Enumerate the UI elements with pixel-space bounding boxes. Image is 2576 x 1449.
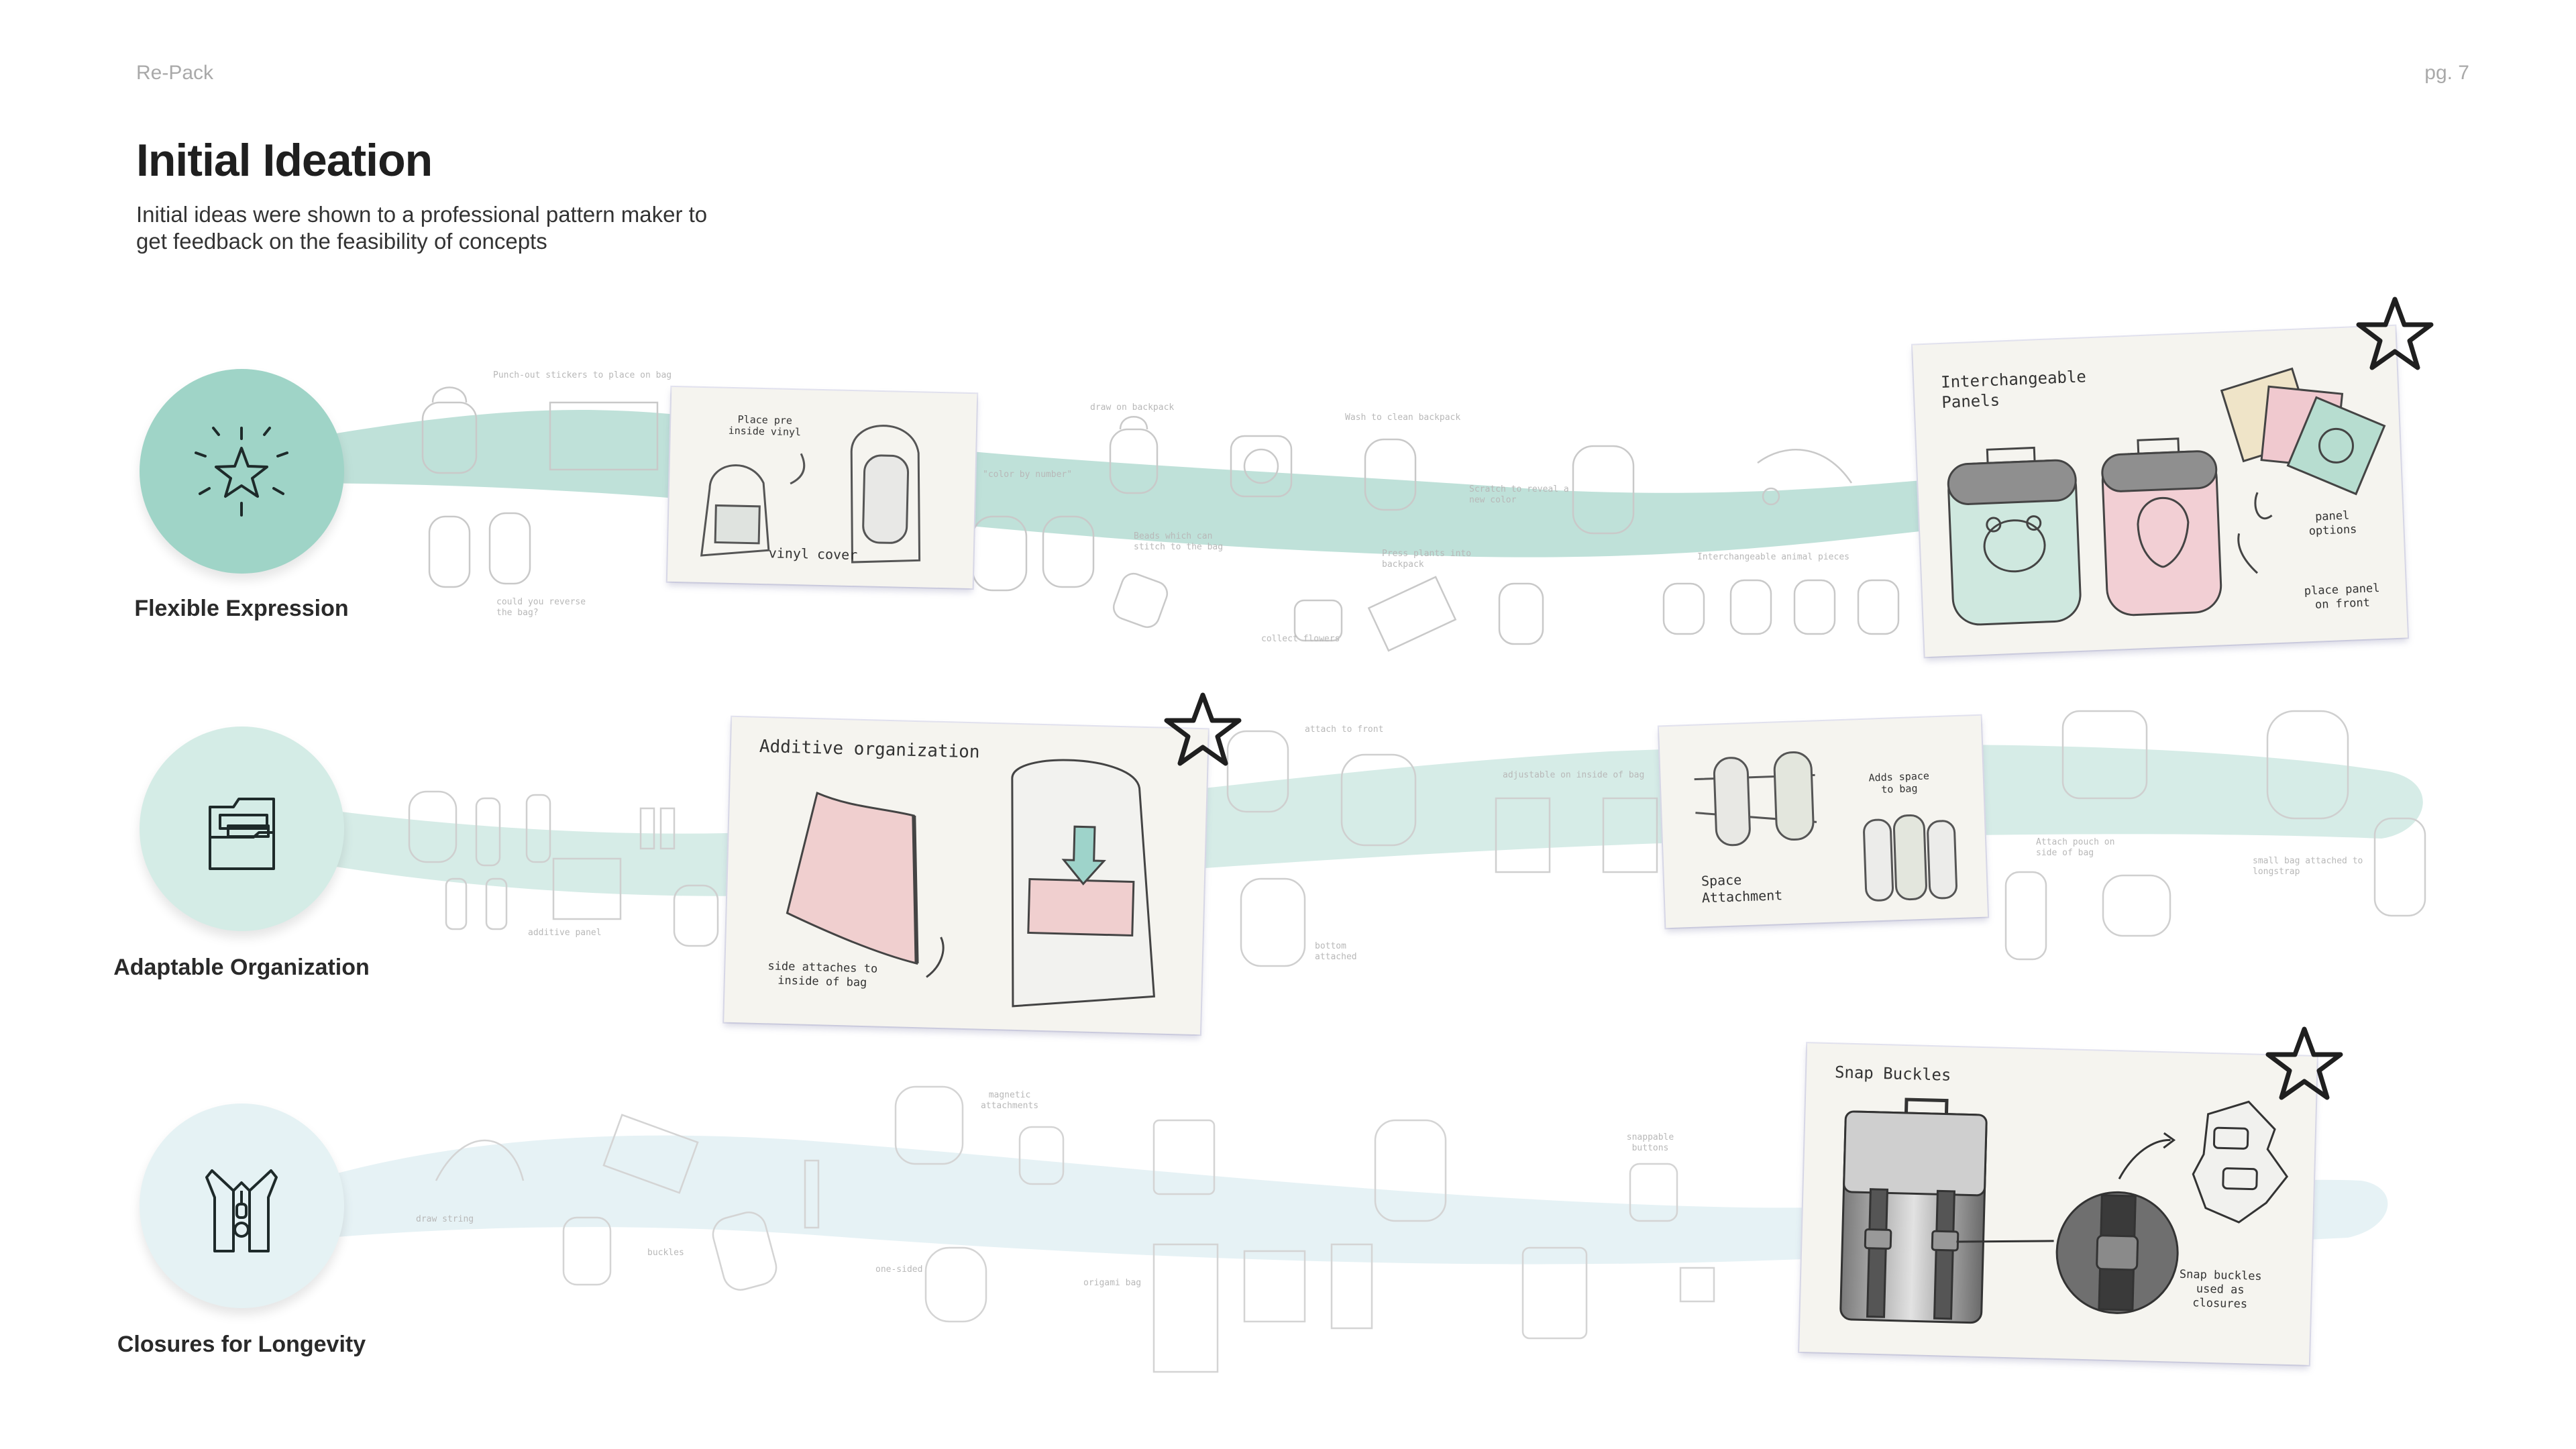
card-title: Snap Buckles <box>1834 1063 1951 1085</box>
sketch-note: "color by number" <box>983 470 1073 480</box>
sketch-note: draw on backpack <box>1090 402 1175 413</box>
interchangeable-panels-sketch <box>1947 367 2386 626</box>
favorite-star-icon <box>2265 1026 2343 1100</box>
sketch-note: Beads which can stitch to the bag <box>1134 531 1224 552</box>
sketch-note: origami bag <box>1083 1278 1142 1288</box>
sketch-note: snappable buttons <box>1626 1132 1674 1153</box>
sketch-note: draw string <box>416 1214 474 1224</box>
card-title: Interchangeable Panels <box>1940 367 2087 412</box>
sketch-note: Scratch to reveal a new color <box>1469 484 1569 505</box>
card-note: place panel on front <box>2304 581 2380 612</box>
card-title: Space Attachment <box>1701 871 1783 906</box>
favorite-star-icon <box>1164 692 1242 766</box>
zipper-icon <box>205 1169 278 1252</box>
sketch-note: Press plants into backpack <box>1382 549 1472 570</box>
sketch-note: buckles <box>647 1248 684 1258</box>
sketch-note: could you reverse the bag? <box>496 597 586 618</box>
category-label: Closures for Longevity <box>117 1332 366 1357</box>
sketch-note: magnetic attachments <box>980 1090 1039 1111</box>
sketch-note: Wash to clean backpack <box>1345 413 1461 423</box>
card-note: Snap buckles used as closures <box>2179 1267 2262 1311</box>
card-note: panel options <box>2308 508 2357 539</box>
faint-sketches-row2 <box>408 710 2426 967</box>
brand-name: Re-Pack <box>136 62 214 84</box>
sketch-note: small bag attached to longstrap <box>2253 856 2363 877</box>
category-label: Flexible Expression <box>134 596 349 621</box>
sketch-note: additive panel <box>528 928 602 938</box>
category-circle-closures-for-longevity <box>140 1104 344 1308</box>
faint-sketches-row1 <box>421 386 1900 652</box>
category-label: Adaptable Organization <box>113 955 370 980</box>
sketch-note: bottom attached <box>1315 941 1357 962</box>
sketch-note: Punch-out stickers to place on bag <box>493 370 672 380</box>
sketch-note: one-sided <box>875 1265 923 1275</box>
concept-card-snap-buckles: Snap Buckles Snap buckles used as closur… <box>1799 1043 2317 1365</box>
concept-card-additive-organization: Additive organization side attaches to i… <box>724 716 1208 1035</box>
additive-organization-sketch <box>786 759 1155 1008</box>
page-subtitle: Initial ideas were shown to a profession… <box>136 202 708 254</box>
concept-card-interchangeable-panels: Interchangeable Panels panel options pla… <box>1912 325 2408 657</box>
sketch-note: Attach pouch on side of bag <box>2036 837 2115 858</box>
concept-card-vinyl-cover: Place pre inside vinyl vinyl cover <box>667 386 977 589</box>
concept-card-space-attachment: Adds space to bag Space Attachment <box>1658 715 1988 928</box>
sparkle-star-icon <box>195 427 288 517</box>
vinyl-cover-sketch <box>700 425 921 564</box>
category-circle-flexible-expression <box>140 369 344 574</box>
card-note: side attaches to inside of bag <box>767 959 878 990</box>
sketch-note: adjustable on inside of bag <box>1503 770 1645 780</box>
category-circle-adaptable-organization <box>140 727 344 931</box>
card-note: Adds space to bag <box>1868 769 1930 796</box>
sketch-note: Interchangeable animal pieces <box>1697 552 1849 562</box>
folder-icon <box>209 798 275 870</box>
page-title: Initial Ideation <box>136 135 433 186</box>
snap-buckles-sketch <box>1839 1097 2289 1324</box>
card-note: Place pre inside vinyl <box>728 413 802 439</box>
card-title: vinyl cover <box>768 545 858 564</box>
favorite-star-icon <box>2356 297 2434 370</box>
swoosh-row2 <box>288 745 2423 896</box>
page-number: pg. 7 <box>2424 62 2469 84</box>
faint-sketches-row3 <box>435 1085 1715 1373</box>
space-attachment-sketch <box>1694 751 1957 902</box>
sketch-note: attach to front <box>1305 724 1384 735</box>
sketch-note: collect flowers <box>1261 634 1340 644</box>
